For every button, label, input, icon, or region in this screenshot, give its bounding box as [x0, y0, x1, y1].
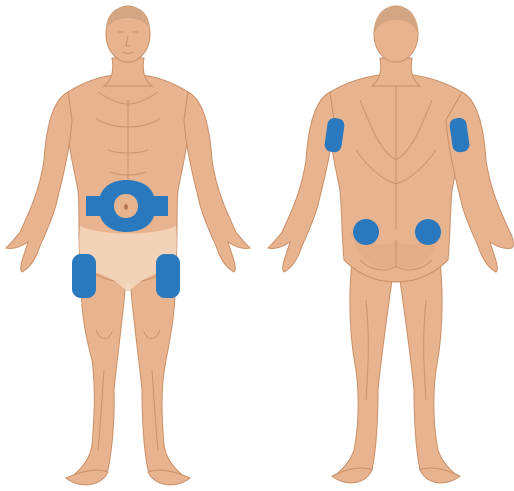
injection-site-left-buttock	[353, 219, 379, 245]
injection-site-right-thigh	[156, 254, 180, 298]
front-body-figure	[6, 6, 250, 485]
injection-site-right-buttock	[415, 219, 441, 245]
back-body-figure	[268, 6, 513, 483]
injection-site-left-thigh	[72, 254, 96, 298]
navel-dot	[124, 204, 128, 210]
